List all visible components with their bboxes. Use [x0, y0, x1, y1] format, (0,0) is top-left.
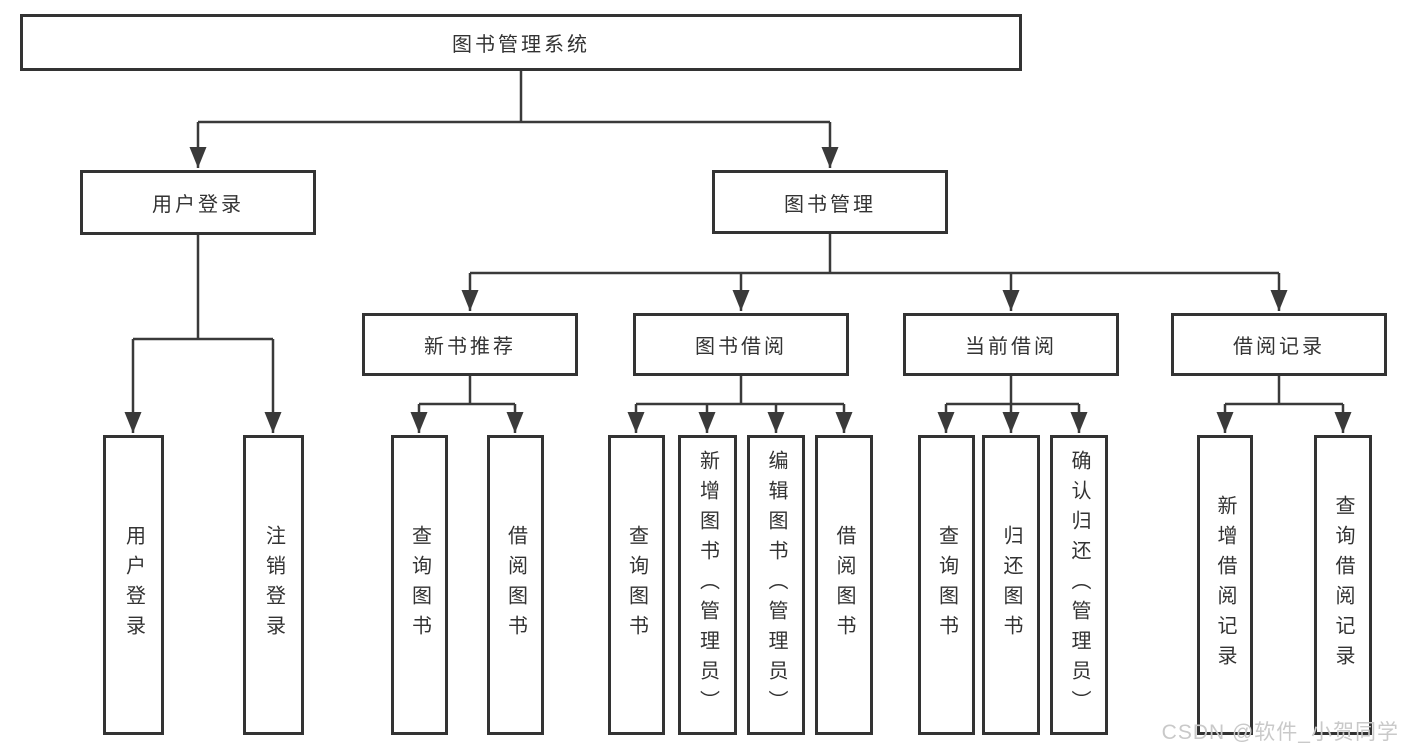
leaf-return-book: 归还图书	[982, 435, 1040, 735]
leaf-edit-book-admin: 编辑图书（管理员）	[747, 435, 805, 735]
leaf-label: 归还图书	[1000, 525, 1022, 645]
leaf-add-borrow-record: 新增借阅记录	[1197, 435, 1253, 735]
leaf-confirm-return-admin: 确认归还（管理员）	[1050, 435, 1108, 735]
node-label: 图书管理系统	[452, 34, 590, 56]
node-label: 新书推荐	[424, 336, 516, 358]
leaf-label: 借阅图书	[504, 525, 527, 645]
leaf-add-book-admin: 新增图书（管理员）	[678, 435, 737, 735]
node-book-borrowing: 图书借阅	[633, 313, 849, 376]
leaf-label: 确认归还（管理员）	[1068, 450, 1090, 720]
node-new-book-recommendation: 新书推荐	[362, 313, 578, 376]
leaf-label: 注销登录	[262, 525, 285, 645]
leaf-label: 新增借阅记录	[1214, 495, 1236, 675]
node-label: 用户登录	[152, 194, 244, 216]
node-label: 当前借阅	[965, 336, 1057, 358]
leaf-label: 查询图书	[408, 525, 431, 645]
leaf-label: 编辑图书（管理员）	[765, 450, 787, 720]
leaf-query-books-current: 查询图书	[918, 435, 975, 735]
leaf-query-books-borrowing: 查询图书	[608, 435, 665, 735]
leaf-logout: 注销登录	[243, 435, 304, 735]
node-current-borrowing: 当前借阅	[903, 313, 1119, 376]
leaf-label: 借阅图书	[833, 525, 855, 645]
leaf-label: 用户登录	[122, 525, 145, 645]
leaf-borrow-books-recommendation: 借阅图书	[487, 435, 544, 735]
node-book-management: 图书管理	[712, 170, 948, 234]
leaf-label: 查询图书	[625, 525, 648, 645]
leaf-label: 新增图书（管理员）	[696, 450, 719, 720]
leaf-borrow-books-borrowing: 借阅图书	[815, 435, 873, 735]
node-borrowing-records: 借阅记录	[1171, 313, 1387, 376]
watermark: CSDN @软件_小贺同学	[1161, 721, 1399, 744]
node-label: 图书借阅	[695, 336, 787, 358]
leaf-label: 查询借阅记录	[1332, 495, 1354, 675]
node-library-management-system: 图书管理系统	[20, 14, 1022, 71]
node-label: 图书管理	[784, 193, 876, 216]
leaf-label: 查询图书	[935, 525, 958, 645]
leaf-user-login: 用户登录	[103, 435, 164, 735]
node-user-login: 用户登录	[80, 170, 316, 235]
node-label: 借阅记录	[1233, 336, 1325, 358]
leaf-query-books-recommendation: 查询图书	[391, 435, 448, 735]
leaf-query-borrow-record: 查询借阅记录	[1314, 435, 1372, 735]
